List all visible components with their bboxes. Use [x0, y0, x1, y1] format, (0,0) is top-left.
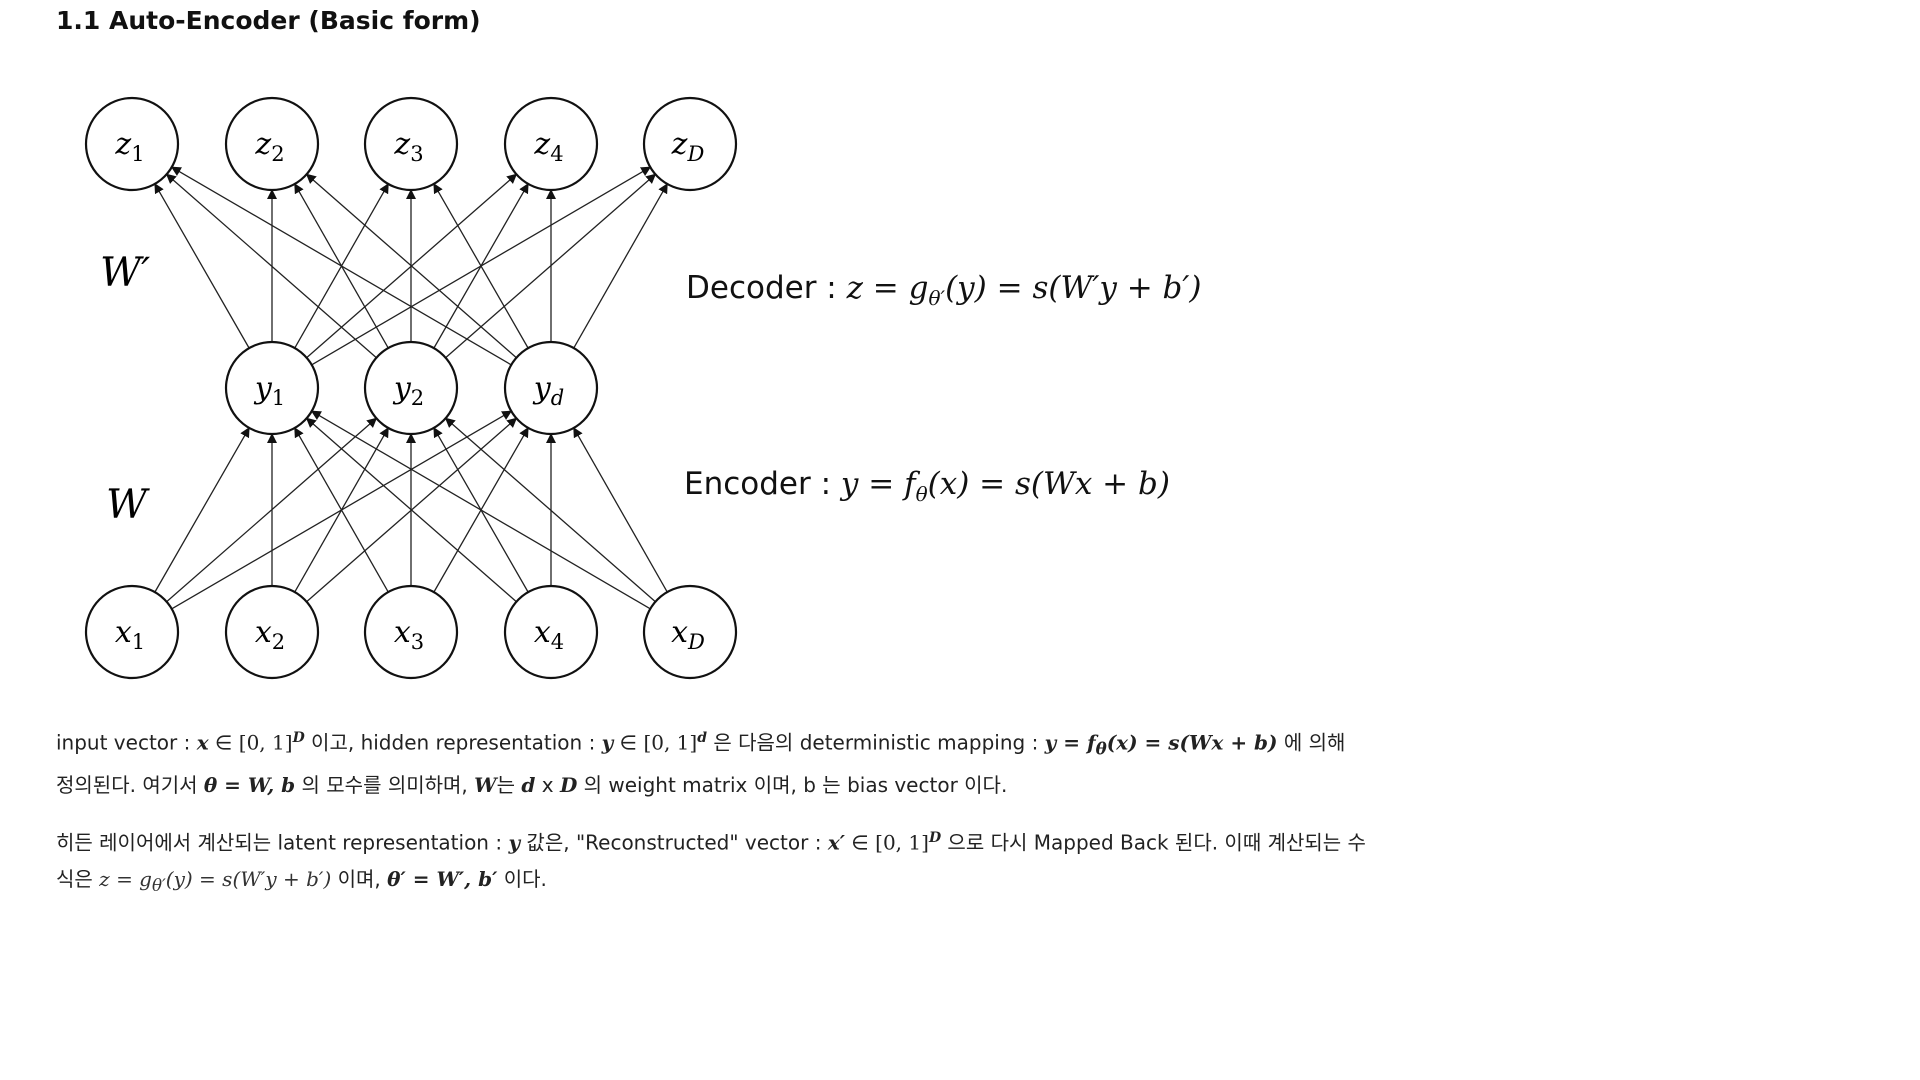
decoder-label: Decoder : — [686, 270, 837, 306]
decoder-edge-y3-z3 — [433, 183, 534, 358]
hidden-node-y2-circle — [363, 340, 459, 436]
input-node-x1-label: x1 — [115, 615, 145, 654]
encoder-edge-x1-y1 — [149, 427, 250, 602]
encoder-edge-x2-y2 — [289, 427, 389, 602]
connection-edges — [149, 166, 673, 615]
output-node-z5-label: zD — [671, 127, 705, 166]
hidden-node-y1-label: y1 — [253, 371, 285, 410]
output-node-z3: z3 — [363, 96, 459, 192]
encoder-edge-x4-y1 — [305, 417, 525, 609]
output-node-z4-label: z4 — [533, 127, 563, 166]
output-node-z5: zD — [642, 96, 738, 192]
input-node-x2: x2 — [224, 584, 320, 680]
network-nodes: z1 z2 z3 z4 zD y1 y2 yd x1 x2 x3 x4 xD — [84, 96, 738, 680]
input-node-x3: x3 — [363, 584, 459, 680]
decoder-edge-y1-z3 — [289, 183, 389, 358]
output-node-z1: z1 — [84, 96, 180, 192]
hidden-node-y1-circle — [224, 340, 320, 436]
decoder-edge-y1-z5 — [302, 166, 652, 371]
decoder-edge-y2-z5 — [437, 173, 657, 365]
input-node-x5: xD — [642, 584, 738, 680]
encoder-edge-x3-y3 — [428, 427, 529, 602]
section-heading: 1.1 Auto-Encoder (Basic form) — [56, 6, 481, 35]
encoder-edge-x4-y2 — [433, 427, 534, 602]
encoder-weight-label: W — [106, 482, 150, 528]
output-node-z4-circle — [503, 96, 599, 192]
input-node-x4-label: x4 — [534, 615, 564, 654]
input-node-x3-circle — [363, 584, 459, 680]
input-node-x2-label: x2 — [255, 615, 285, 654]
hidden-node-y3-circle — [503, 340, 599, 436]
input-node-x3-label: x3 — [394, 615, 424, 654]
hidden-node-y2: y2 — [363, 340, 459, 436]
output-node-z2-circle — [224, 96, 320, 192]
output-node-z2: z2 — [224, 96, 320, 192]
encoder-edge-x3-y1 — [294, 427, 394, 602]
decoder-weight-label: W′ — [100, 250, 150, 296]
hidden-node-y1: y1 — [224, 340, 320, 436]
output-node-z1-label: z1 — [114, 127, 144, 166]
encoder-edge-x5-y1 — [310, 410, 660, 615]
decoder-edge-y3-z1 — [170, 166, 521, 371]
decoder-edge-y2-z2 — [294, 183, 394, 358]
decoder-edge-y2-z4 — [428, 183, 529, 358]
input-node-x1-circle — [84, 584, 180, 680]
output-node-z1-circle — [84, 96, 180, 192]
hidden-node-y3: yd — [503, 340, 599, 436]
decoder-edge-y3-z2 — [305, 173, 525, 365]
input-node-x4: x4 — [503, 584, 599, 680]
encoder-edge-x1-y3 — [162, 410, 513, 615]
encoder-label: Encoder : — [684, 466, 832, 502]
input-node-x5-label: xD — [671, 615, 705, 654]
output-node-z2-label: z2 — [254, 127, 284, 166]
autoencoder-diagram: z1 z2 z3 z4 zD y1 y2 yd x1 x2 x3 x4 xD W′ W — [84, 96, 738, 680]
output-node-z5-circle — [642, 96, 738, 192]
paragraph-input-hidden: input vector : x ∈ [0, 1]D 이고, hidden re… — [56, 730, 1346, 797]
encoder-edge-x1-y2 — [158, 417, 378, 609]
decoder-formula: z = gθ′(y) = s(W′y + b′) — [846, 270, 1202, 311]
hidden-node-y2-label: y2 — [392, 371, 424, 410]
input-node-x2-circle — [224, 584, 320, 680]
output-node-z3-label: z3 — [393, 127, 423, 166]
input-node-x1: x1 — [84, 584, 180, 680]
encoder-edge-x5-y2 — [444, 417, 664, 609]
input-node-x4-circle — [503, 584, 599, 680]
hidden-node-y3-label: yd — [532, 371, 564, 410]
decoder-edge-y1-z1 — [154, 183, 255, 358]
decoder-equation: Decoder : z = gθ′(y) = s(W′y + b′) — [686, 270, 1202, 310]
encoder-formula: y = fθ(x) = s(Wx + b) — [840, 466, 1170, 507]
encoder-edge-x2-y3 — [298, 417, 518, 609]
input-node-x5-circle — [642, 584, 738, 680]
output-node-z4: z4 — [503, 96, 599, 192]
output-node-z3-circle — [363, 96, 459, 192]
paragraph-reconstruction: 히든 레이어에서 계산되는 latent representation : y … — [56, 830, 1366, 895]
encoder-edge-x5-y3 — [573, 427, 673, 602]
decoder-edge-y1-z4 — [298, 173, 518, 365]
decoder-edge-y3-z5 — [568, 183, 668, 358]
encoder-equation: Encoder : y = fθ(x) = s(Wx + b) — [684, 466, 1170, 506]
decoder-edge-y2-z1 — [165, 173, 385, 365]
